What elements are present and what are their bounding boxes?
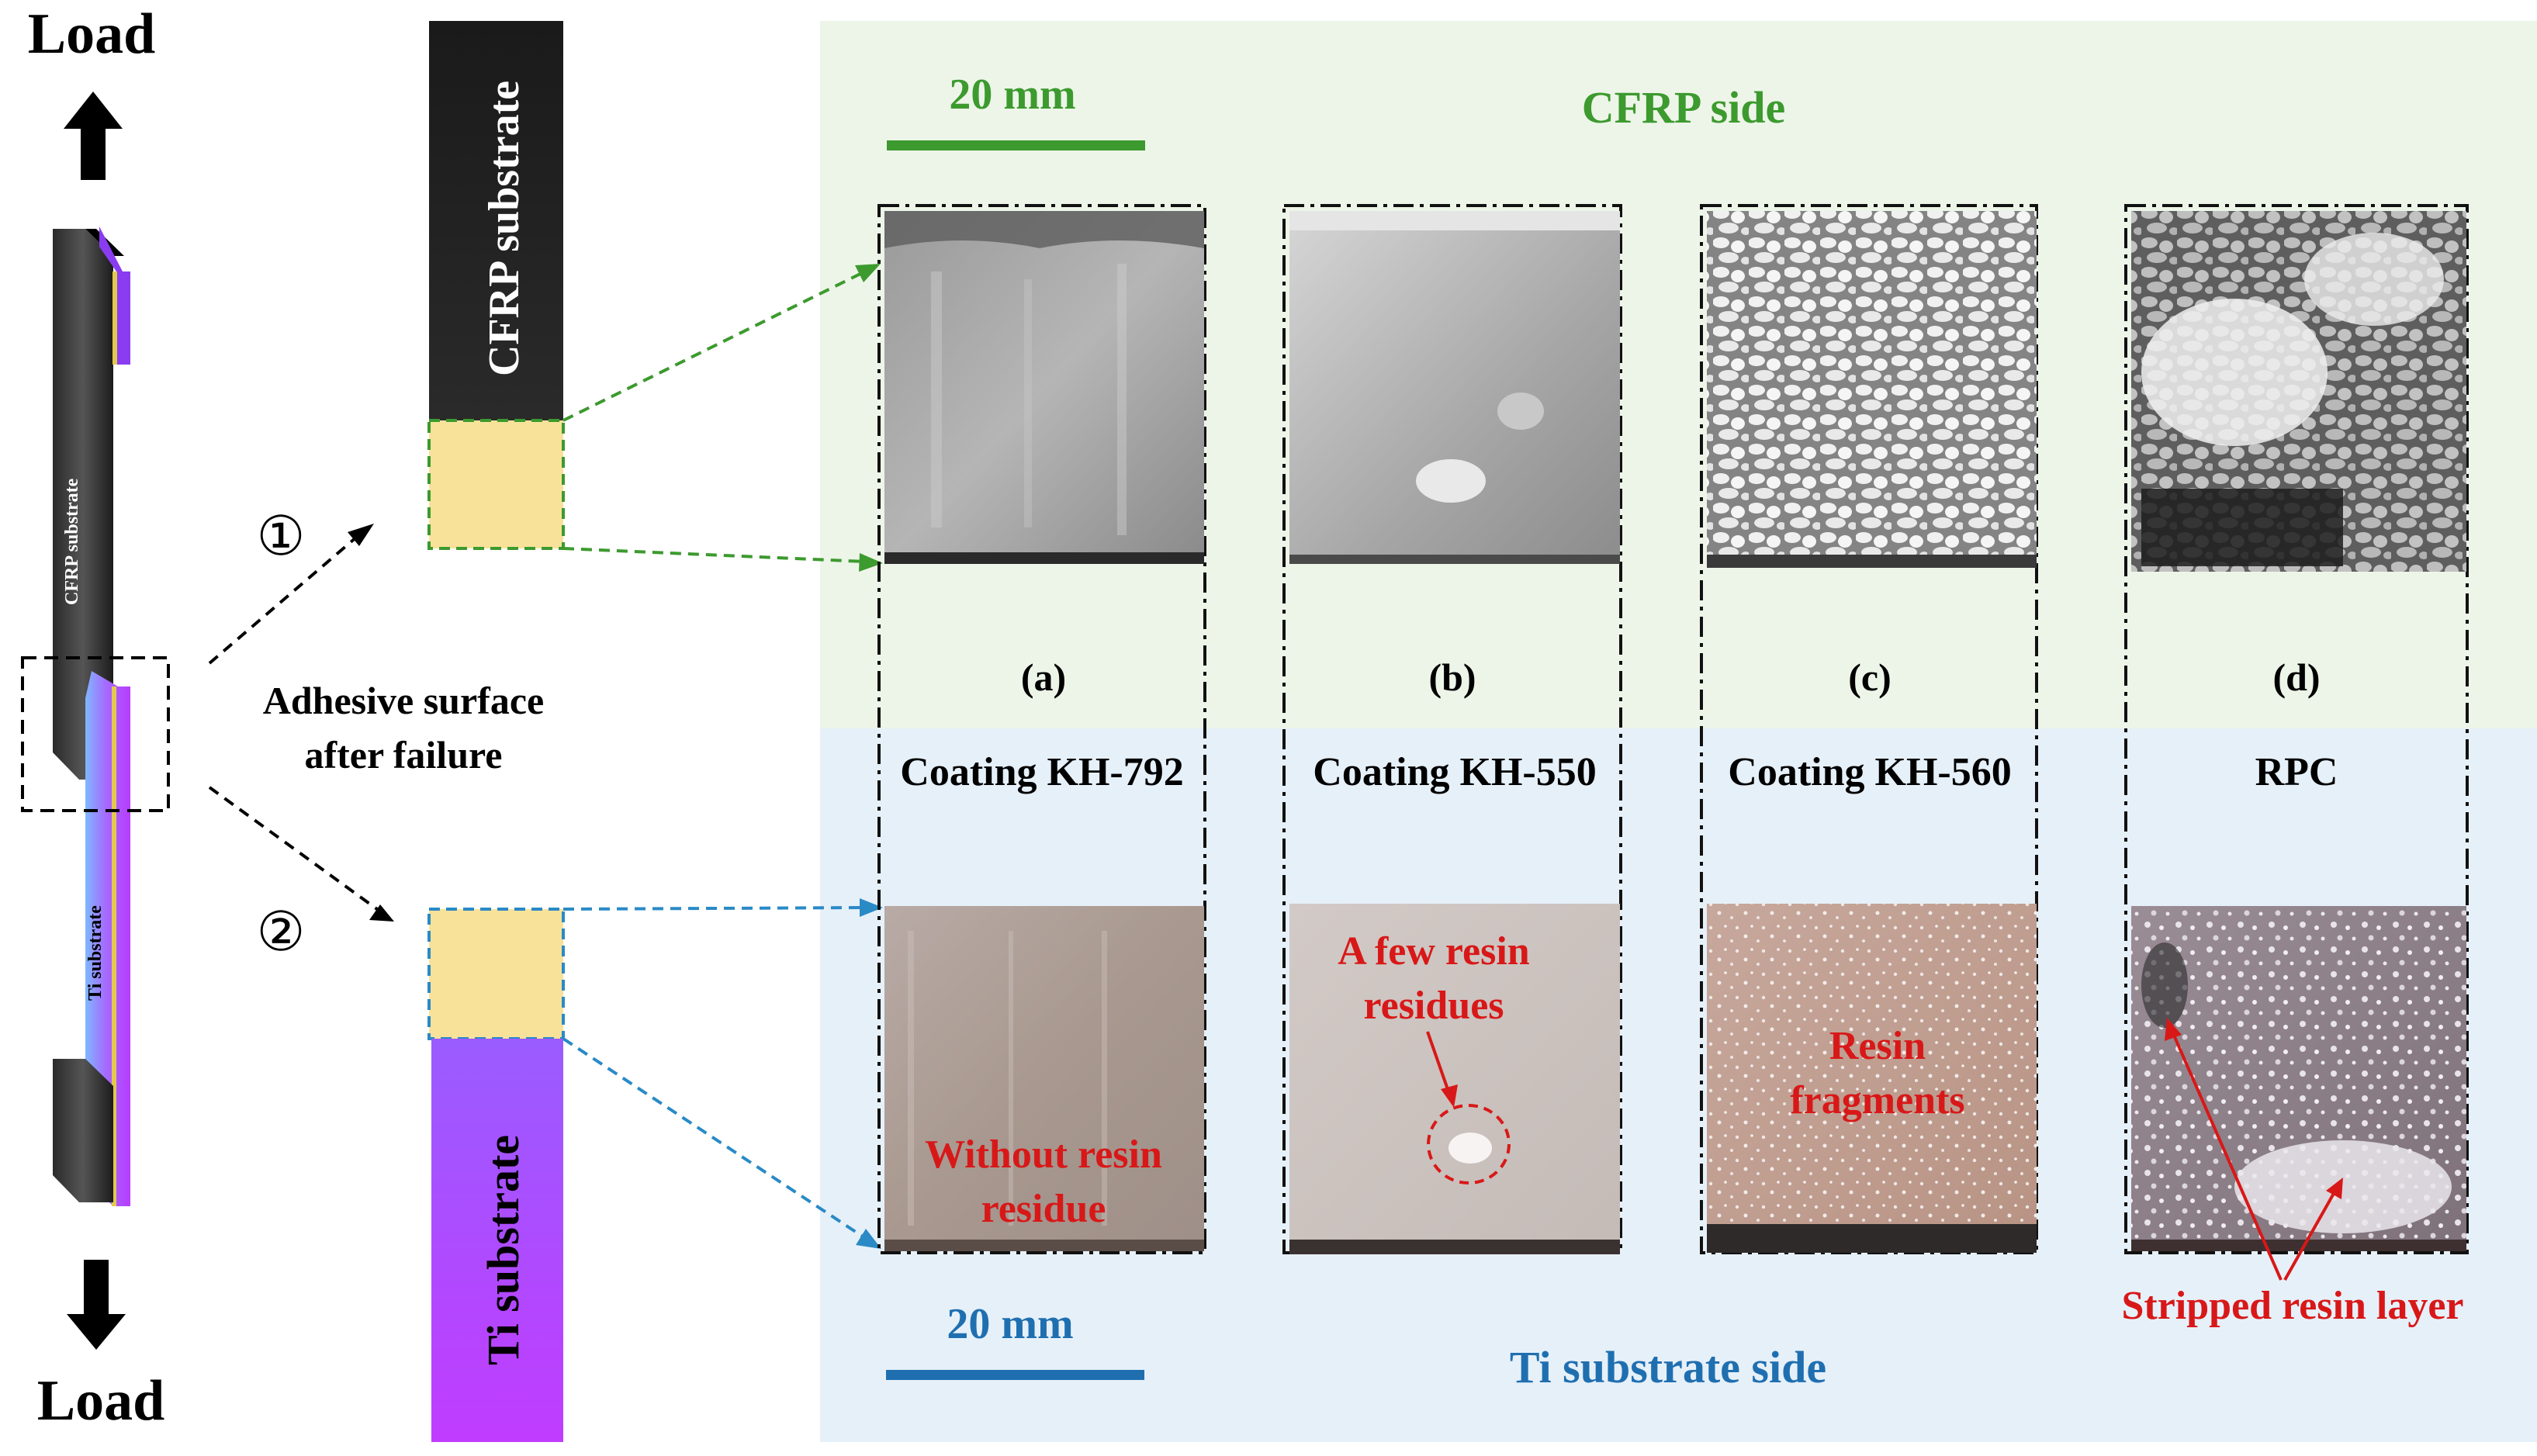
panel-frame-d xyxy=(2124,204,2469,1254)
purple-tab-top xyxy=(99,227,130,365)
coating-label-d: RPC xyxy=(2255,750,2338,794)
arrow-down-icon xyxy=(67,1260,126,1350)
photo-ti-b xyxy=(1289,904,1620,1254)
ti-bar-label: Ti substrate xyxy=(478,1135,528,1365)
cfrp-bar: CFRP substrate xyxy=(427,21,565,550)
ti-substrate-edge xyxy=(112,686,116,1206)
photo-cfrp-a xyxy=(884,211,1204,564)
annotation-d-label: Stripped resin layer xyxy=(2121,1284,2463,1328)
blue-projection-arrows xyxy=(562,898,883,1249)
ti-adhesive-patch xyxy=(427,908,565,1040)
photo-ti-a xyxy=(884,906,1204,1251)
scale-bar-top xyxy=(887,140,1145,150)
specimen-cfrp-label: CFRP substrate xyxy=(62,478,82,605)
cfrp-side-title: CFRP side xyxy=(1582,82,1786,133)
coating-label-a: Coating KH-792 xyxy=(900,750,1183,794)
ti-bar: Ti substrate xyxy=(427,908,565,1442)
panel-letter-c: (c) xyxy=(1848,655,1892,699)
panel-letter-b: (b) xyxy=(1428,655,1476,699)
annotation-a-line2: residue xyxy=(981,1187,1106,1231)
adhesive-surface-line2: after failure xyxy=(304,733,502,776)
scale-bar-bottom xyxy=(886,1370,1144,1380)
black-tab-bottom xyxy=(53,1059,113,1202)
annotation-b-line2: residues xyxy=(1363,984,1504,1028)
annotation-b-pointer xyxy=(1426,1031,1458,1108)
load-label-top: Load xyxy=(28,2,156,66)
panel-letter-a: (a) xyxy=(1021,655,1066,699)
panel-letter-d: (d) xyxy=(2272,655,2320,699)
dashed-arrow-1 xyxy=(208,524,374,665)
panel-frame-b xyxy=(1282,204,1622,1254)
overlap-region-box xyxy=(21,656,170,812)
adhesive-surface-line1: Adhesive surface xyxy=(263,679,544,722)
annotation-c-line1: Resin xyxy=(1829,1024,1926,1068)
specimen-illustration: Load CFRP substrate Ti substrate Load xyxy=(21,2,170,1433)
coating-label-b: Coating KH-550 xyxy=(1313,750,1596,794)
scale-bar-bottom-label: 20 mm xyxy=(947,1300,1073,1348)
arrow-up-icon xyxy=(64,92,123,180)
cfrp-adhesive-patch xyxy=(427,419,565,550)
cfrp-bar-label: CFRP substrate xyxy=(480,81,528,376)
annotation-c-line2: fragments xyxy=(1790,1078,1964,1122)
scale-bar-top-label: 20 mm xyxy=(949,71,1075,119)
photo-ti-c xyxy=(1707,904,2037,1253)
load-label-bottom: Load xyxy=(37,1369,165,1433)
photo-cfrp-b xyxy=(1289,211,1620,564)
green-projection-arrows xyxy=(562,264,883,572)
marker-1: ① xyxy=(257,504,306,568)
cfrp-substrate-front xyxy=(53,229,113,780)
photo-cfrp-d xyxy=(2131,211,2466,572)
annotation-a-line1: Without resin xyxy=(925,1133,1162,1177)
coating-label-c: Coating KH-560 xyxy=(1728,750,2011,794)
ti-side-title: Ti substrate side xyxy=(1510,1342,1826,1392)
photo-cfrp-c xyxy=(1707,211,2037,568)
specimen-ti-label: Ti substrate xyxy=(85,905,106,1001)
annotation-b-circle xyxy=(1427,1104,1511,1185)
annotation-b-line1: A few resin xyxy=(1338,929,1530,974)
marker-2: ② xyxy=(257,900,306,963)
photo-ti-d xyxy=(2131,906,2466,1251)
purple-tab-edge xyxy=(112,271,117,365)
annotation-d-pointers xyxy=(2165,1018,2343,1281)
dashed-arrow-2 xyxy=(208,786,394,922)
panel-frame-a xyxy=(877,204,1206,1254)
